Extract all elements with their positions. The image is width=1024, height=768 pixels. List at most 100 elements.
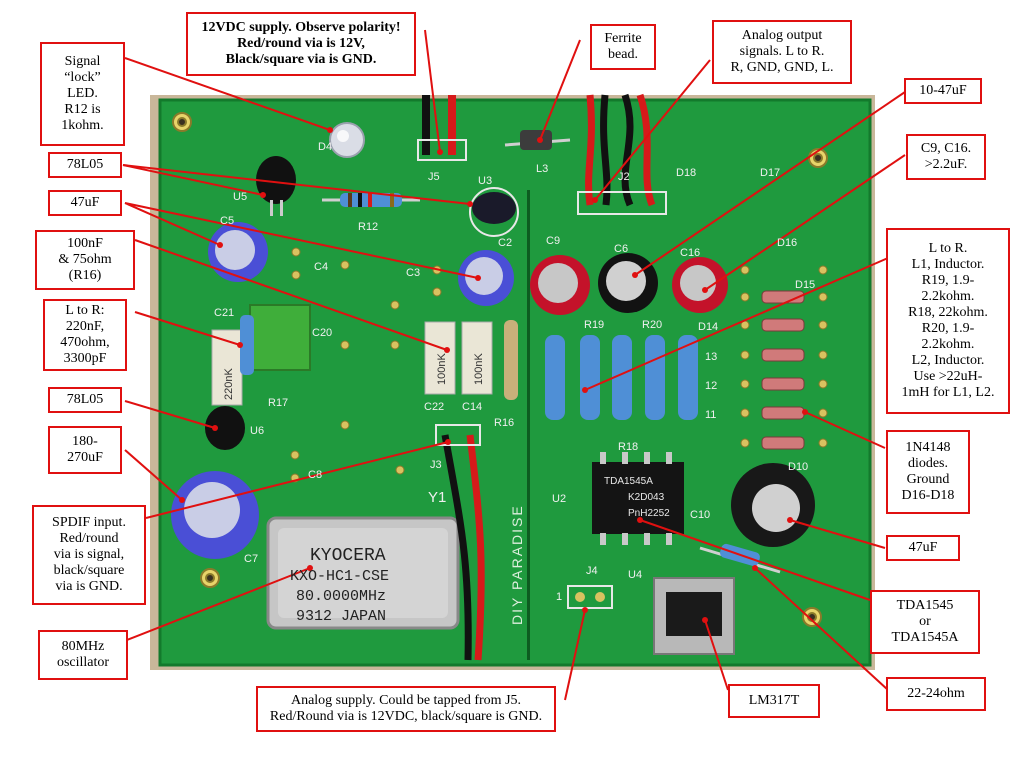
capacitor-c16 — [672, 257, 728, 313]
mounting-holes — [172, 112, 828, 627]
resistor-r16 — [504, 320, 518, 400]
j2-output-wires — [577, 93, 667, 215]
cap-c21-label: 220nK — [223, 368, 235, 400]
ref-c10: C10 — [690, 509, 710, 521]
callout-c9-c16: C9, C16. >2.2uF. — [906, 134, 986, 180]
ground-split-line — [527, 190, 530, 660]
cap-c22-label: 100nK — [436, 353, 448, 385]
ref-j2: J2 — [618, 171, 630, 183]
ref-d18: D18 — [676, 167, 696, 179]
regulator-u6 — [205, 406, 245, 450]
callout-analog-supply: Analog supply. Could be tapped from J5. … — [256, 686, 556, 732]
ref-u3: U3 — [478, 175, 492, 187]
callout-lm317t: LM317T — [728, 684, 820, 718]
callout-l-to-r-right: L to R. L1, Inductor. R19, 1.9- 2.2kohm.… — [886, 228, 1010, 414]
callout-47uf-left: 47uF — [48, 190, 122, 216]
callout-analog-output: Analog output signals. L to R. R, GND, G… — [712, 20, 852, 84]
capacitor-c21-c20 — [211, 304, 311, 406]
callout-78l05-top: 78L05 — [48, 152, 122, 178]
ref-j5: J5 — [428, 171, 440, 183]
callout-ferrite-bead: Ferrite bead. — [590, 24, 656, 70]
ref-c2: C2 — [498, 237, 512, 249]
callout-l-to-r-left: L to R: 220nF, 470ohm, 3300pF — [43, 299, 127, 371]
ref-r19: R19 — [584, 319, 604, 331]
ref-c4: C4 — [314, 261, 328, 273]
annotation-arrows — [122, 29, 906, 701]
ref-c16: C16 — [680, 247, 700, 259]
ref-u2: U2 — [552, 493, 566, 505]
crystal-brand: KYOCERA — [310, 546, 386, 566]
callout-tda1545: TDA1545 or TDA1545A — [870, 590, 980, 654]
ref-j4: J4 — [586, 565, 598, 577]
chip-part: TDA1545A — [604, 476, 653, 487]
callout-spdif-input: SPDIF input. Red/round via is signal, bl… — [32, 505, 146, 605]
capacitor-c2 — [458, 250, 514, 306]
j3-spdif-wires — [435, 424, 485, 661]
ref-r17: R17 — [268, 397, 288, 409]
capacitor-c10 — [731, 463, 815, 547]
ref-r16: R16 — [494, 417, 514, 429]
callout-180-270uf: 180- 270uF — [48, 426, 122, 474]
capacitor-c6 — [598, 253, 658, 313]
ref-pin1: 1 — [556, 591, 562, 603]
chip-code: K2D043 — [628, 492, 665, 503]
ref-r18: R18 — [618, 441, 638, 453]
ref-c21: C21 — [214, 307, 234, 319]
capacitor-c9 — [530, 255, 590, 315]
ref-r12: R12 — [358, 221, 378, 233]
callout-1n4148-diodes: 1N4148 diodes. Ground D16-D18 — [886, 430, 970, 514]
ref-r20: R20 — [642, 319, 662, 331]
ref-u4: U4 — [628, 569, 642, 581]
ref-l3: L3 — [536, 163, 548, 175]
resistor-r17 — [240, 315, 254, 375]
ref-d11: 11 — [705, 409, 716, 421]
arrowheads — [179, 127, 808, 623]
ref-c6: C6 — [614, 243, 628, 255]
crystal-frequency: 80.0000MHz — [296, 588, 386, 605]
resistor-cluster — [545, 335, 698, 420]
ref-d12: 12 — [705, 380, 717, 392]
callout-12vdc-supply: 12VDC supply. Observe polarity! Red/roun… — [186, 12, 416, 76]
vias — [290, 247, 828, 483]
ref-c5: C5 — [220, 215, 234, 227]
led-d4 — [329, 122, 365, 158]
crystal-oscillator — [266, 516, 460, 630]
ref-d16: D16 — [777, 237, 797, 249]
ref-c22: C22 — [424, 401, 444, 413]
regulator-u5 — [256, 156, 296, 216]
capacitor-c7 — [171, 471, 259, 559]
ref-u5: U5 — [233, 191, 247, 203]
callout-lock-led: Signal “lock” LED. R12 is 1kohm. — [40, 42, 125, 146]
j5-supply-wires — [417, 95, 467, 161]
capacitor-c5 — [208, 222, 268, 282]
crystal-date: 9312 JAPAN — [296, 608, 386, 625]
ref-c8: C8 — [308, 469, 322, 481]
regulator-u3 — [469, 187, 519, 237]
ref-d13: 13 — [705, 351, 717, 363]
ref-d14: D14 — [698, 321, 718, 333]
ref-c9: C9 — [546, 235, 560, 247]
crystal-part: KXO-HC1-CSE — [290, 568, 389, 585]
ref-d15: D15 — [795, 279, 815, 291]
ref-c20: C20 — [312, 327, 332, 339]
capacitor-c22-c14 — [424, 321, 493, 395]
cap-c14-label: 100nK — [473, 353, 485, 385]
callout-22-24ohm: 22-24ohm — [886, 677, 986, 711]
ref-d17: D17 — [760, 167, 780, 179]
ref-d10: D10 — [788, 461, 808, 473]
resistor-r12 — [322, 193, 420, 207]
ref-d4: D4 — [318, 141, 332, 153]
ref-c3: C3 — [406, 267, 420, 279]
callout-80mhz-oscillator: 80MHz oscillator — [38, 630, 128, 680]
ref-y1: Y1 — [428, 489, 446, 506]
j4-header — [567, 585, 613, 609]
diode-row — [761, 290, 805, 450]
callout-78l05-bottom: 78L05 — [48, 387, 122, 413]
lm317t-regulator — [653, 577, 735, 655]
silkscreen-brand: DIY PARADISE — [509, 504, 525, 625]
chip-lot: PnH2252 — [628, 508, 670, 519]
callout-100nf: 100nF & 75ohm (R16) — [35, 230, 135, 290]
ferrite-bead — [504, 130, 571, 150]
ref-j3: J3 — [430, 459, 442, 471]
